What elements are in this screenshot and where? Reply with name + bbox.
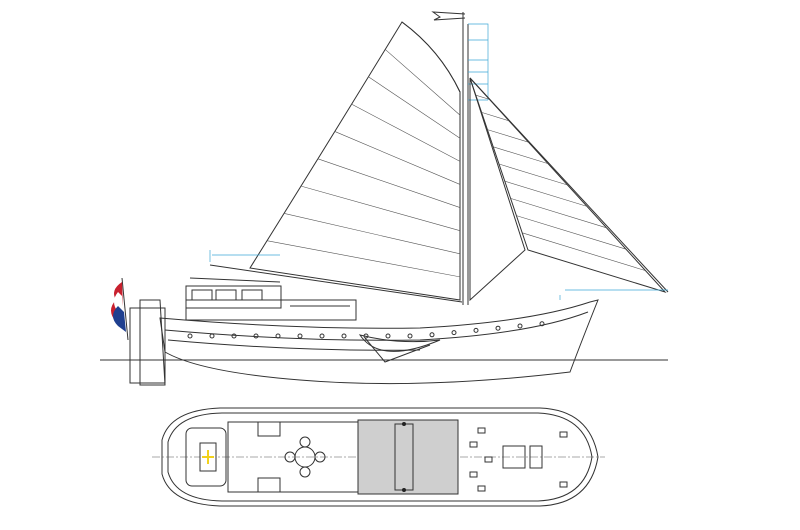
sail-seam: [317, 158, 461, 208]
sail-seam: [475, 94, 490, 100]
sail-seam: [481, 112, 510, 122]
windlass: [502, 445, 526, 469]
sail-seam: [368, 76, 461, 139]
boom: [209, 264, 463, 303]
sail-seam: [283, 213, 461, 255]
sail-seam: [516, 215, 627, 250]
porthole: [275, 333, 281, 339]
dinghy: [358, 334, 441, 352]
mainsail: [209, 21, 463, 303]
bollard: [477, 485, 486, 492]
porthole: [385, 333, 391, 339]
sail-seam: [493, 146, 549, 164]
pennant-flag: [431, 11, 466, 21]
deck-plan: [152, 407, 605, 507]
porthole: [495, 325, 501, 331]
bollard: [469, 471, 478, 478]
rudder: [129, 307, 166, 384]
sail-seam: [266, 240, 461, 278]
porthole: [451, 330, 457, 336]
sail-seam: [522, 232, 646, 271]
sail-seam: [504, 180, 588, 207]
bollard: [477, 427, 486, 434]
sail-seam: [498, 163, 568, 186]
bollard: [559, 481, 568, 488]
bollard: [469, 441, 478, 448]
porthole: [407, 333, 413, 339]
sail-seam: [384, 49, 461, 116]
porthole: [363, 333, 369, 339]
cockpit: [185, 427, 227, 487]
mast: [431, 11, 489, 305]
hull-side: [129, 299, 599, 386]
sail-seam: [351, 103, 461, 162]
sail-seam: [487, 129, 529, 143]
ensign-flag: [111, 277, 129, 341]
porthole: [539, 321, 545, 327]
porthole: [473, 327, 479, 333]
porthole: [297, 333, 303, 339]
porthole: [253, 333, 259, 339]
hatch-cover: [357, 419, 459, 495]
porthole: [341, 333, 347, 339]
porthole: [319, 333, 325, 339]
jib: [469, 77, 669, 302]
leeboard: [364, 337, 431, 363]
porthole: [231, 333, 237, 339]
porthole: [209, 333, 215, 339]
porthole: [429, 332, 435, 338]
bollard: [484, 456, 493, 463]
porthole: [187, 333, 193, 339]
deckhouse: [185, 277, 357, 321]
porthole: [517, 323, 523, 329]
bollard: [559, 431, 568, 438]
sail-seam: [300, 185, 461, 231]
sail-seam: [334, 131, 461, 185]
sail-seam: [510, 198, 607, 229]
